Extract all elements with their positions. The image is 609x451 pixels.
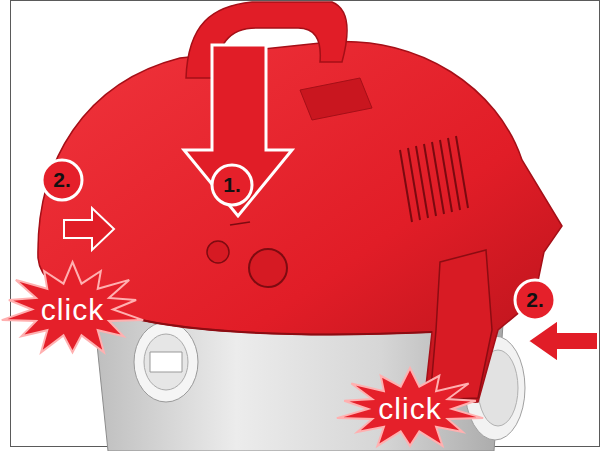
push-arrow-right: [528, 320, 598, 362]
callout-text: 2.: [513, 278, 557, 322]
callout-text: 2.: [40, 158, 84, 202]
callout-text: 1.: [210, 163, 254, 207]
callout-number: 2.: [513, 278, 557, 322]
handle-grip: [300, 78, 372, 120]
panel-line: [230, 222, 250, 225]
callout-number: 1.: [210, 163, 254, 207]
socket-symbol: [207, 241, 229, 263]
hose-port-left: [134, 322, 198, 402]
callout-number: 2.: [40, 158, 84, 202]
click-burst: click: [0, 262, 145, 357]
click-burst: click: [335, 368, 485, 450]
click-text: click: [335, 368, 485, 450]
click-text: click: [0, 262, 145, 357]
red-motor-head: [38, 42, 562, 404]
push-arrow-left: [64, 208, 114, 250]
air-vents: [400, 136, 468, 222]
switch-knob: [249, 249, 287, 287]
press-arrow: [184, 45, 292, 216]
